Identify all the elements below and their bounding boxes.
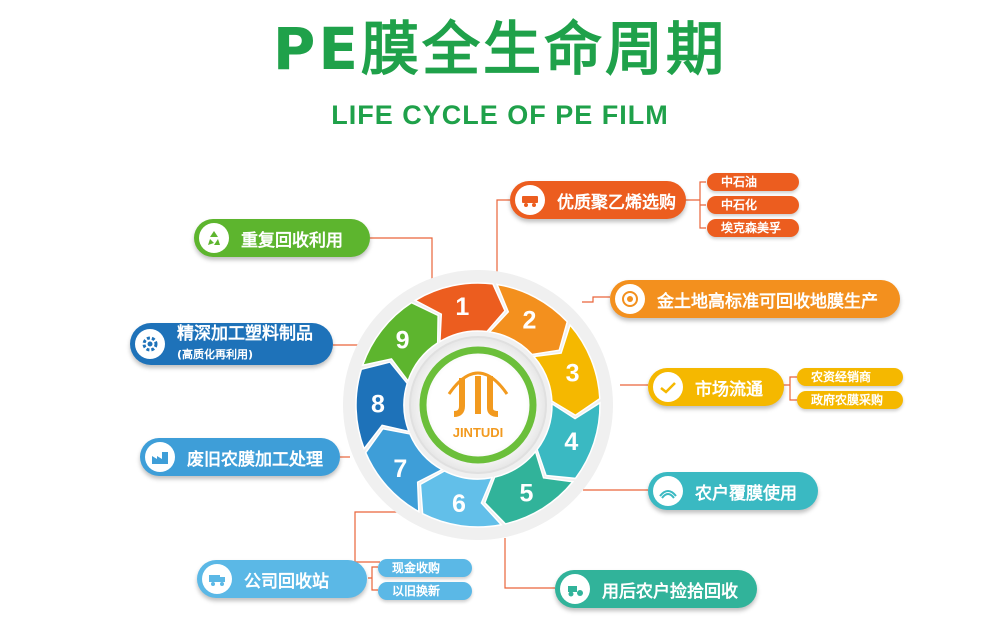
stage-1-pill[interactable]: 优质聚乙烯选购 (510, 181, 686, 219)
recycle-icon (199, 223, 229, 253)
stage-9-label: 重复回收利用 (241, 230, 343, 251)
cycle-segment-4 (536, 401, 601, 480)
cycle-segment-5 (483, 450, 575, 525)
stage-7-label: 废旧农膜加工处理 (187, 449, 323, 470)
cycle-number-5: 5 (520, 479, 534, 507)
page-subtitle: LIFE CYCLE OF PE FILM (331, 100, 669, 130)
stage-3-label: 市场流通 (695, 379, 763, 400)
stage-6-pill[interactable]: 公司回收站 (197, 560, 367, 598)
stage-4-pill[interactable]: 农户覆膜使用 (648, 472, 818, 510)
cycle-number-2: 2 (523, 306, 537, 334)
truck-icon (515, 185, 545, 215)
cycle-number-8: 8 (371, 390, 385, 418)
cycle-segment-7 (364, 427, 444, 514)
stage-2-pill[interactable]: 金土地高标准可回收地膜生产 (610, 280, 900, 318)
channel-tag-2: 政府农膜采购 (797, 391, 903, 409)
cycle-numbers: 1 2 3 4 5 6 7 8 9 (371, 293, 579, 518)
center-ring (419, 346, 537, 464)
recycle-tag-2: 以旧换新 (378, 582, 472, 600)
recycle-tag-1: 现金收购 (378, 559, 472, 577)
stage-5-label: 用后农户捡拾回收 (602, 581, 738, 602)
stage-6-label: 公司回收站 (244, 571, 329, 592)
cycle-segment-1 (413, 282, 506, 343)
cycle-segment-2 (488, 283, 569, 356)
stage-4-label: 农户覆膜使用 (695, 483, 797, 504)
stage-8-sublabel: (高质化再利用) (177, 347, 254, 361)
factory-icon (145, 442, 175, 472)
cycle-number-1: 1 (455, 293, 469, 321)
cycle-number-6: 6 (452, 490, 466, 518)
stage-7-pill[interactable]: 废旧农膜加工处理 (140, 438, 340, 476)
channel-tag-1: 农资经销商 (797, 368, 903, 386)
cycle-segment-8 (355, 361, 411, 451)
gear-icon (135, 329, 165, 359)
field-icon (653, 476, 683, 506)
cycle-segments (355, 282, 601, 528)
cycle-segment-6 (419, 470, 503, 528)
stage-8-label: 精深加工塑料制品 (177, 323, 313, 344)
handshake-icon (653, 372, 683, 402)
stage-1-label: 优质聚乙烯选购 (557, 192, 676, 213)
cycle-number-4: 4 (564, 428, 578, 456)
jintudi-logo-icon: JINTUDI (447, 371, 509, 440)
stage-2-label: 金土地高标准可回收地膜生产 (657, 291, 878, 312)
tractor-icon (560, 574, 590, 604)
recycle-truck-icon (202, 564, 232, 594)
logo-text: JINTUDI (453, 425, 504, 440)
cycle-number-7: 7 (393, 455, 407, 483)
supplier-tag-2: 中石化 (707, 196, 799, 214)
film-roll-icon (615, 284, 645, 314)
supplier-tag-3: 埃克森美孚 (707, 219, 799, 237)
stage-8-pill[interactable]: 精深加工塑料制品 (高质化再利用) (130, 323, 333, 365)
cycle-segment-3 (532, 323, 601, 417)
cycle-number-3: 3 (566, 359, 580, 387)
cycle-number-9: 9 (396, 326, 410, 354)
cycle-segment-9 (361, 301, 439, 383)
supplier-tag-1: 中石油 (707, 173, 799, 191)
stage-3-pill[interactable]: 市场流通 (648, 368, 784, 406)
stage-5-pill[interactable]: 用后农户捡拾回收 (555, 570, 757, 608)
stage-9-pill[interactable]: 重复回收利用 (194, 219, 370, 257)
page-title: PE膜全生命周期 (272, 15, 728, 83)
